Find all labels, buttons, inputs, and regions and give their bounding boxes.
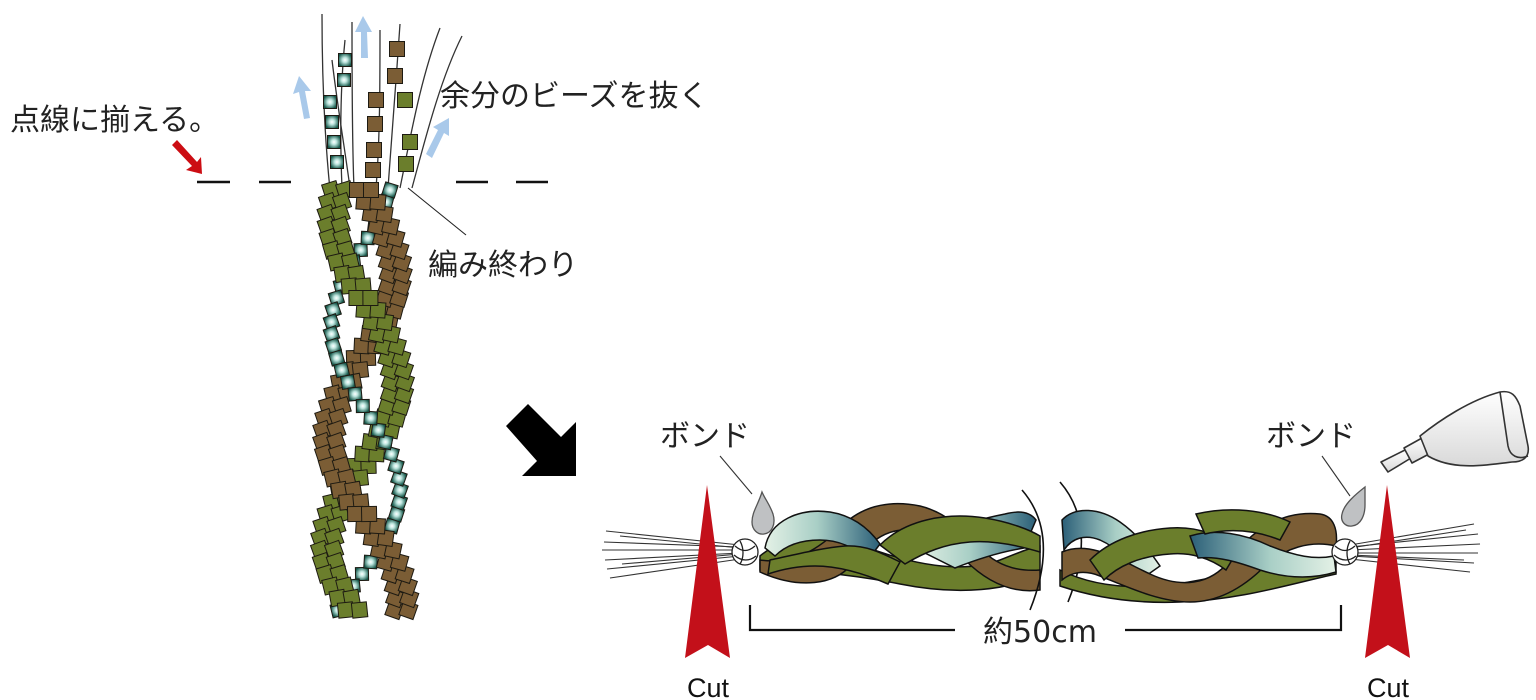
teal-bead (377, 433, 394, 451)
vertical-bead-braid (309, 13, 463, 621)
label-cut-left: Cut (687, 673, 730, 700)
glue-drop-left (751, 490, 775, 535)
brown-bead (367, 116, 383, 132)
teal-bead (387, 457, 405, 475)
label-braid-end: 編み終わり (428, 248, 578, 283)
brown-bead (360, 505, 378, 523)
left-knot (731, 538, 759, 566)
length-bracket (748, 605, 1343, 632)
label-length: 約50cm (983, 615, 1097, 650)
right-thread-tuft (1349, 523, 1481, 573)
olive-bead (350, 601, 369, 619)
label-align-dotted-line: 点線に揃える。 (10, 103, 219, 138)
glue-drop-right (1340, 485, 1366, 527)
teal-bead (325, 115, 339, 129)
loose-bead-strands (323, 41, 418, 178)
brown-bead (349, 182, 365, 198)
olive-bead (362, 289, 379, 307)
red-arrow-icon (172, 140, 202, 174)
brown-bead (366, 142, 382, 158)
olive-bead (397, 92, 413, 108)
pull-arrows (293, 16, 449, 158)
teal-bead (355, 398, 370, 414)
teal-bead (382, 445, 401, 463)
leader-lines (407, 187, 467, 236)
teal-bead (370, 422, 387, 438)
label-cut-right: Cut (1367, 673, 1410, 700)
pull-arrow-icon (426, 118, 449, 158)
olive-bead (348, 289, 365, 307)
cut-marker-left (685, 485, 730, 658)
brown-bead (369, 517, 386, 535)
next-step-arrow-icon (506, 404, 576, 476)
pull-arrow-icon (355, 16, 372, 58)
teal-bead (330, 155, 344, 169)
glue-tube-icon (1380, 390, 1530, 473)
bond-leader-lines (719, 455, 1351, 497)
teal-bead (337, 73, 351, 87)
teal-bead (338, 53, 352, 67)
teal-bead (381, 181, 399, 199)
finished-braid (602, 481, 1481, 611)
teal-bead (323, 95, 337, 109)
glue-drop-icon (1340, 485, 1366, 527)
olive-bead (369, 301, 387, 319)
brown-bead (387, 68, 403, 84)
brown-bead (365, 162, 381, 178)
cut-marker-right (1365, 485, 1410, 658)
label-bond-right: ボンド (1266, 419, 1356, 454)
braided-bead-rope (309, 179, 420, 621)
pull-arrow-icon (293, 76, 311, 119)
label-remove-extra-beads: 余分のビーズを抜く (440, 79, 709, 114)
right-knot (1331, 538, 1359, 566)
brown-bead (346, 505, 364, 523)
glue-drop-icon (751, 490, 775, 535)
brown-bead (368, 92, 384, 108)
label-bond-left: ボンド (660, 419, 750, 454)
brown-bead (363, 182, 379, 198)
olive-bead (398, 156, 414, 172)
teal-bead (347, 386, 363, 402)
brown-bead (389, 41, 405, 57)
left-thread-tuft (602, 530, 741, 579)
olive-bead (402, 134, 418, 150)
teal-bead (354, 566, 370, 582)
teal-bead (363, 410, 379, 426)
teal-bead (327, 135, 341, 149)
teal-bead (353, 242, 368, 258)
